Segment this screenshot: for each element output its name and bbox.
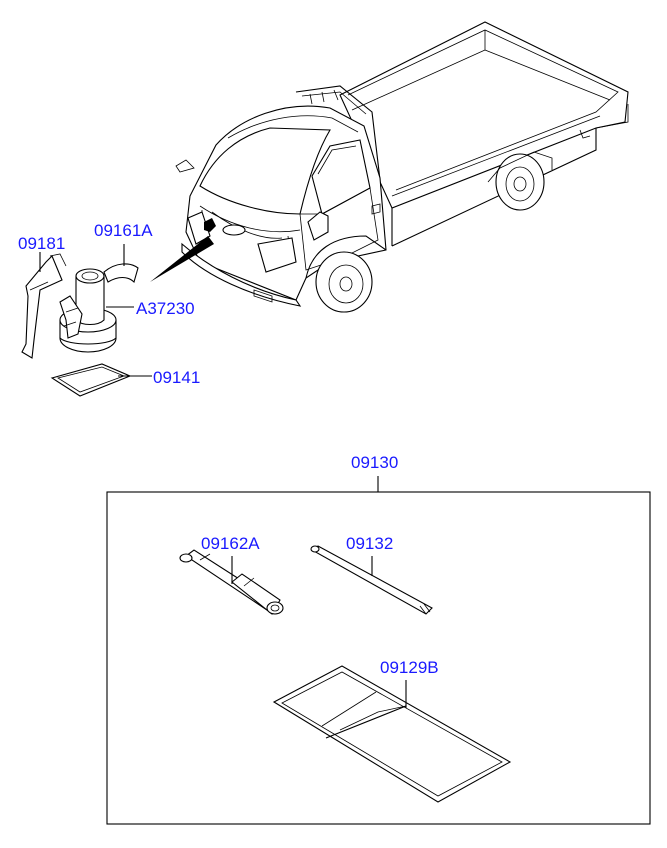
part-label-09130[interactable]: 09130 bbox=[351, 453, 399, 472]
jack-handle-rod-drawing bbox=[310, 545, 433, 615]
tool-kit-box bbox=[106, 476, 651, 825]
tool-bag-drawing bbox=[272, 665, 512, 803]
part-label-a37230[interactable]: A37230 bbox=[136, 299, 195, 318]
truck-illustration bbox=[150, 21, 629, 313]
part-label-09161a[interactable]: 09161A bbox=[94, 221, 153, 240]
part-label-09132[interactable]: 09132 bbox=[346, 534, 394, 553]
wheel-nut-wrench-drawing bbox=[179, 549, 284, 615]
part-label-09129b[interactable]: 09129B bbox=[380, 658, 439, 677]
part-label-09141[interactable]: 09141 bbox=[153, 368, 201, 387]
jack-handle-bracket-drawing bbox=[21, 253, 67, 359]
part-label-09181[interactable]: 09181 bbox=[18, 234, 66, 253]
jack-mat-drawing bbox=[50, 363, 132, 397]
jack-cover-drawing bbox=[103, 263, 139, 284]
part-label-09162a[interactable]: 09162A bbox=[201, 534, 260, 553]
bottle-jack-drawing bbox=[59, 268, 117, 353]
